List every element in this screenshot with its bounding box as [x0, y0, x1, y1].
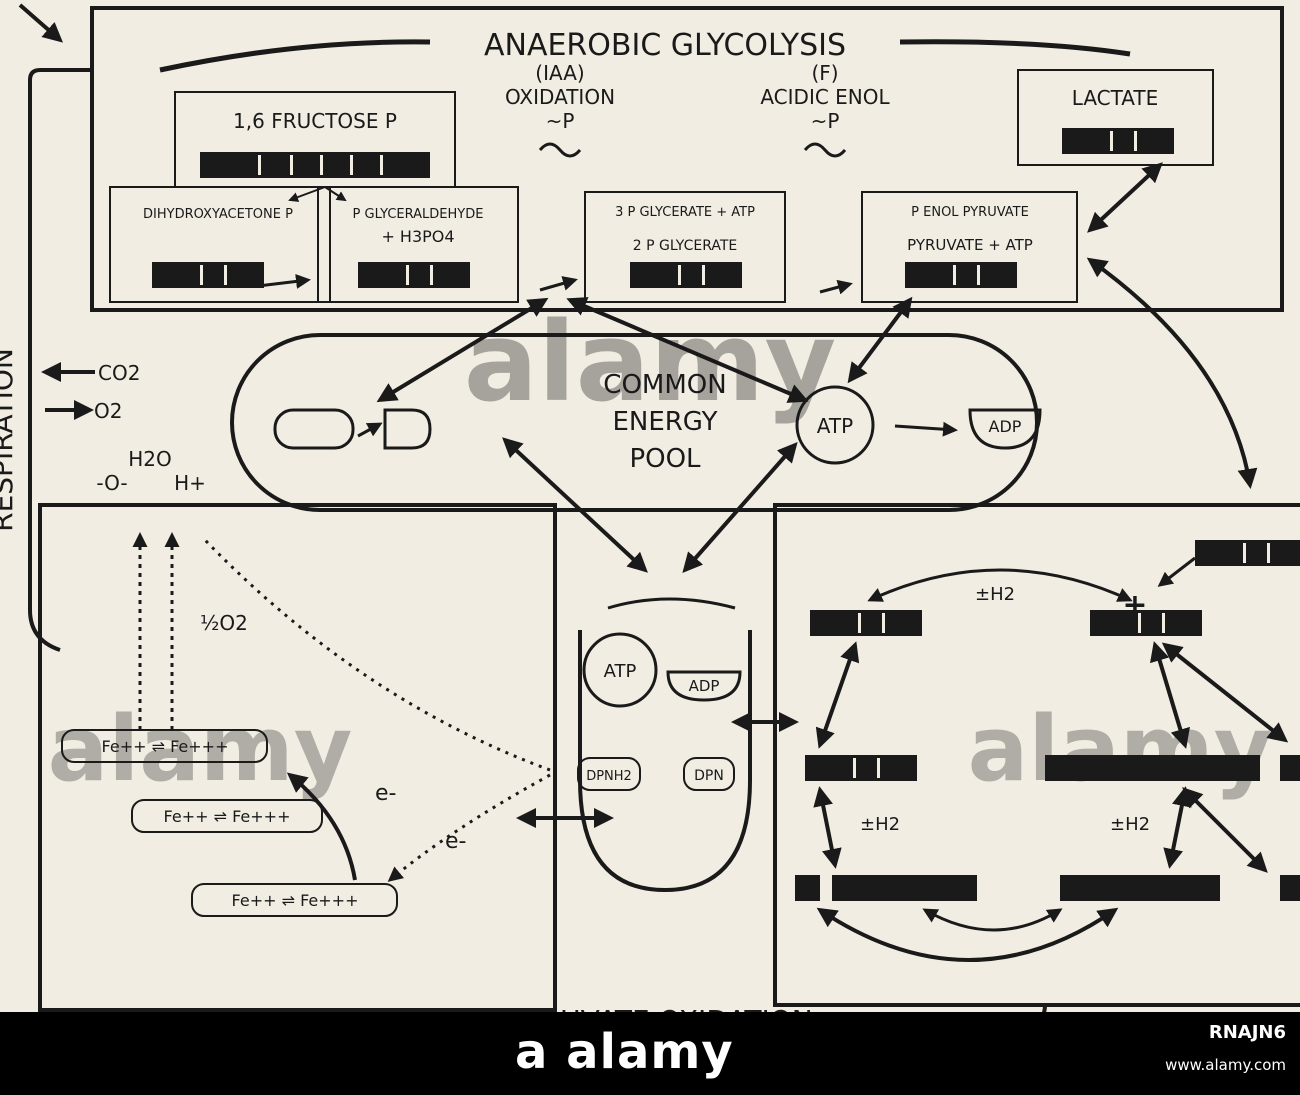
watermark: alamy [464, 298, 837, 426]
lactate-box: LACTATE [1017, 69, 1214, 166]
lower-pool: ATP ADP DPNH2 DPN [516, 597, 799, 893]
dpnh2-label: DPNH2 [586, 769, 632, 784]
glyceraldehyde-label-1: P GLYCERALDEHYDE [353, 207, 484, 222]
cytochrome-2: Fe++ ⇌ Fe+++ [131, 799, 323, 833]
electron-transport-box: ½O2 Fe++ ⇌ Fe+++ Fe++ ⇌ Fe+++ Fe++ ⇌ Fe+… [38, 503, 557, 1012]
adp-lower: ADP [689, 677, 720, 695]
footer-url[interactable]: www.alamy.com [1165, 1056, 1286, 1074]
enolpyruvate-label-2: PYRUVATE + ATP [907, 236, 1033, 254]
glycolysis-title: ANAEROBIC GLYCOLYSIS [484, 28, 846, 63]
pm-h2-2: ±H2 [860, 814, 900, 835]
pm-h2-3: ±H2 [1110, 814, 1150, 835]
glyceraldehyde-label-2: + H3PO4 [381, 227, 454, 246]
footer-image-code: RNAJN6 [1208, 1022, 1286, 1043]
acidic-enol-label: (F) ACIDIC ENOL ~P [760, 61, 891, 158]
respiration-bracket: RESPIRATION [0, 3, 92, 652]
dihydroxyacetone-label: DIHYDROXYACETONE P [143, 207, 293, 222]
cytochrome-1: Fe++ ⇌ Fe+++ [61, 729, 268, 763]
pyruvate-oxidation-box: + ±H2 ±H2 ±H2 [773, 503, 1300, 1007]
lactate-label: LACTATE [1072, 86, 1159, 110]
oxidation-text: OXIDATION [505, 85, 615, 109]
h2o-label: H2O [128, 447, 172, 471]
oxidation-label: (IAA) OXIDATION ~P [505, 61, 615, 158]
metabolism-diagram: ANAEROBIC GLYCOLYSIS (IAA) OXIDATION ~P … [0, 3, 1300, 1037]
half-o2-label: ½O2 [200, 611, 248, 635]
watermark-3: alamy [968, 697, 1273, 802]
enolpyruvate-label-1: P ENOL PYRUVATE [911, 205, 1029, 220]
fructose-label: 1,6 FRUCTOSE P [233, 109, 397, 133]
acidic-enol-text: ACIDIC ENOL [760, 85, 890, 109]
o2-label: O2 [94, 399, 122, 423]
h-plus-label: H+ [174, 471, 206, 495]
footer-logo[interactable]: a alamy [515, 1024, 734, 1080]
glycerate-label-2: 2 P GLYCERATE [633, 238, 738, 254]
pool-label-3: POOL [629, 444, 701, 474]
pool-label-2: ENERGY [612, 407, 717, 437]
triose-box: DIHYDROXYACETONE P P GLYCERALDEHYDE + H3… [109, 186, 519, 303]
electron-label-2: e- [445, 829, 466, 854]
footer-bar: a alamy RNAJN6 www.alamy.com [0, 1012, 1300, 1095]
fe-couple-1: Fe++ ⇌ Fe+++ [102, 737, 229, 756]
oh-label: -O- [96, 471, 127, 495]
fe-couple-3: Fe++ ⇌ Fe+++ [232, 891, 359, 910]
fructose-box: 1,6 FRUCTOSE P [174, 91, 456, 188]
watermark-2: alamy [48, 697, 353, 802]
enolpyruvate-box: P ENOL PYRUVATE PYRUVATE + ATP [861, 191, 1078, 303]
cytochrome-3: Fe++ ⇌ Fe+++ [191, 883, 398, 917]
dpn-label: DPN [694, 768, 724, 784]
pyruvate-oxidation-label: PYRUVATE OXIDATION [507, 1004, 812, 1012]
acidic-enol-p: ~P [811, 109, 840, 133]
respiration-label: RESPIRATION [0, 348, 19, 532]
pm-h2-1: ±H2 [975, 584, 1015, 605]
atp-lower: ATP [604, 661, 637, 682]
adp-pool: ADP [989, 417, 1022, 436]
atp-pool: ATP [817, 414, 853, 438]
fe-couple-2: Fe++ ⇌ Fe+++ [164, 807, 291, 826]
oxidation-p: ~P [546, 109, 575, 133]
f-label: (F) [811, 61, 838, 85]
co2-label: CO2 [98, 361, 140, 385]
glycerate-box: 3 P GLYCERATE + ATP 2 P GLYCERATE [584, 191, 786, 303]
iaa-label: (IAA) [535, 61, 584, 85]
glycerate-label-1: 3 P GLYCERATE + ATP [615, 205, 755, 220]
electron-label-1: e- [375, 781, 396, 806]
